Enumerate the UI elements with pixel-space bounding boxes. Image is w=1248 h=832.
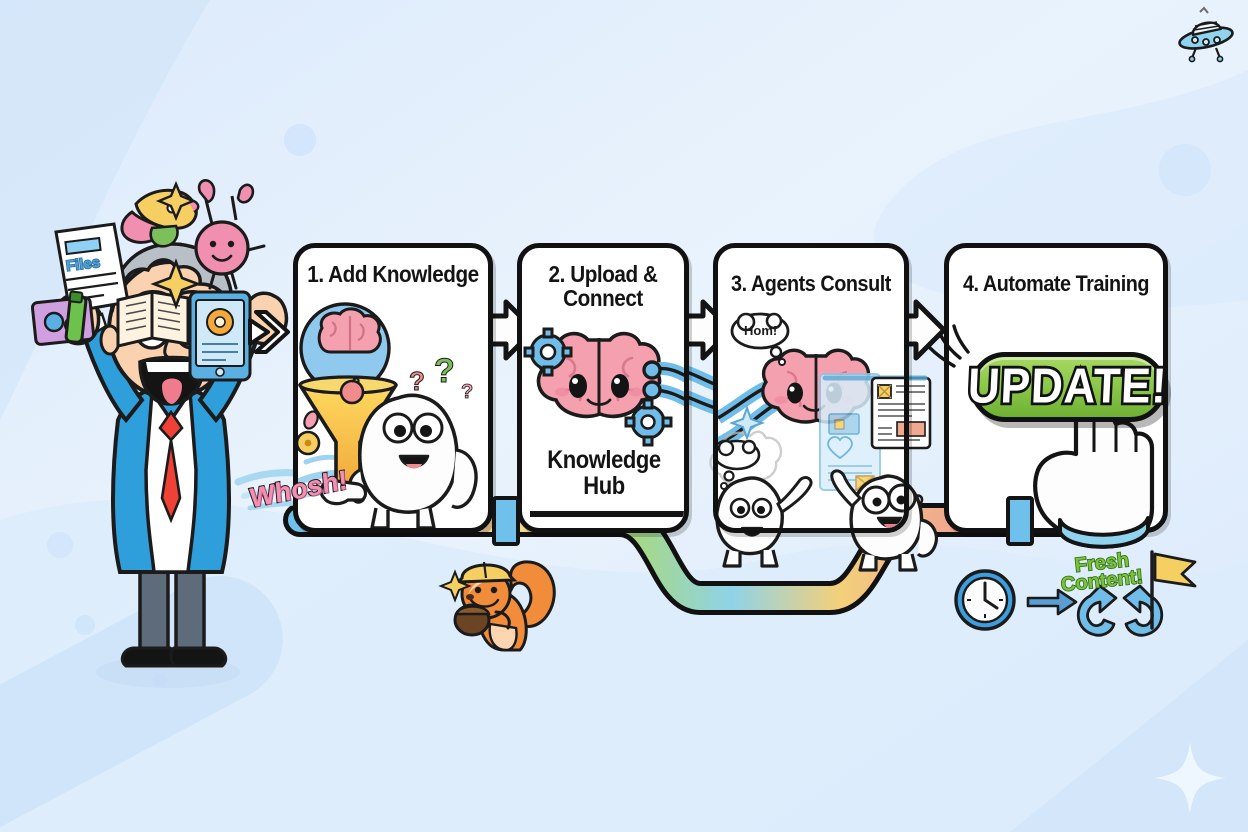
flag-icon: [1150, 550, 1197, 630]
star-icon-1: [150, 258, 202, 310]
bg-wave-top-left: [0, 0, 210, 420]
update-button-label: UPDATE!: [964, 356, 1171, 416]
bg-wave-bottom: [0, 499, 1248, 832]
squirrel-icon: [438, 560, 556, 652]
arrow-into-step-1: [248, 310, 290, 354]
thought-text-hom: Hom!: [744, 323, 778, 338]
pink-creature-icon: [178, 179, 266, 290]
arrow-clock-to-cycle: [1026, 588, 1078, 616]
bg-dot-3: [75, 615, 95, 635]
step-3-title: 3. Agents Consult: [731, 271, 891, 296]
sparkle-icon-squirrel: [438, 569, 472, 603]
media-card-icon: [30, 290, 96, 346]
bg-dot-2: [1159, 144, 1211, 196]
fresh-content-sound-effect: Fresh Content!: [1052, 548, 1152, 597]
step-1-title: 1. Add Knowledge: [307, 261, 479, 287]
sparkle-icon: [1154, 742, 1226, 814]
ufo-icon: [1178, 6, 1234, 63]
tablet-icon: [188, 290, 252, 382]
knowledge-hub-label: Knowledge Hub: [547, 446, 661, 500]
automation-cycle-group: [954, 550, 1197, 637]
bg-dot-4: [47, 532, 73, 558]
star-icon-2: [155, 180, 197, 222]
pipe-collar-1: [496, 498, 518, 544]
clock-icon: [954, 569, 1016, 631]
floating-items-group: [30, 179, 266, 382]
bg-dot-1: [284, 124, 316, 156]
update-button[interactable]: UPDATE!: [964, 352, 1172, 422]
step-2-title: 2. Upload & Connect: [548, 261, 658, 312]
files-document-icon: [54, 222, 130, 314]
step-4-title: 4. Automate Training: [962, 271, 1150, 296]
refresh-cycle-icon: [1076, 584, 1164, 637]
